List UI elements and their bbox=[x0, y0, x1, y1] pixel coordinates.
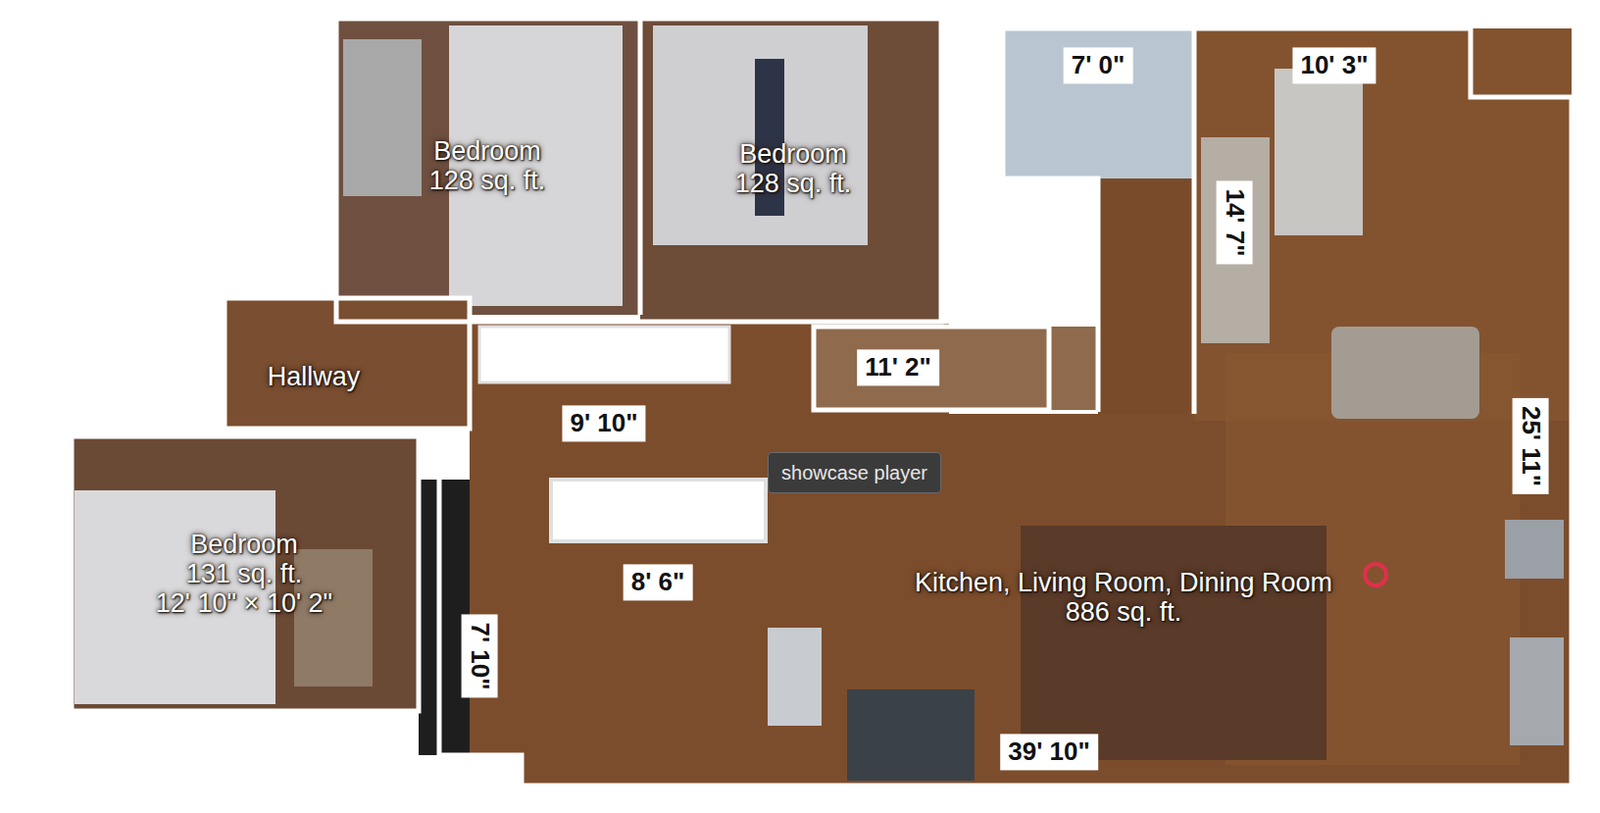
room-name: Kitchen, Living Room, Dining Room bbox=[914, 567, 1333, 598]
appliance bbox=[767, 627, 822, 726]
sofa bbox=[1200, 137, 1270, 344]
dimension-label: 7' 0" bbox=[1063, 47, 1134, 84]
room-area-text: 128 sq. ft. bbox=[429, 165, 547, 196]
room-name: Bedroom bbox=[735, 139, 852, 169]
sofa bbox=[1331, 326, 1480, 419]
room-area: Kitchen, Living Room, Dining Room886 sq.… bbox=[469, 316, 1572, 786]
bed bbox=[652, 25, 868, 246]
room-label-group: Bedroom128 sq. ft. bbox=[735, 139, 852, 199]
closet-strip bbox=[813, 326, 1099, 410]
dimension-label: 8' 6" bbox=[623, 563, 694, 600]
bedroom-floor bbox=[336, 18, 641, 315]
rug bbox=[1020, 525, 1327, 760]
tooltip-box: showcase player bbox=[767, 451, 942, 494]
room-area: Bedroom128 sq. ft. bbox=[336, 18, 641, 315]
dimension-label: 39' 10" bbox=[1000, 733, 1099, 770]
chair bbox=[1509, 637, 1564, 746]
position-marker bbox=[1364, 563, 1387, 586]
hallway-floor bbox=[224, 298, 470, 429]
dimension-label: 25' 11" bbox=[1511, 398, 1549, 495]
room-label-group: Kitchen, Living Room, Dining Room886 sq.… bbox=[914, 567, 1333, 627]
room-name: Hallway bbox=[267, 361, 361, 392]
walls bbox=[71, 18, 1572, 786]
dimension-label: 7' 10" bbox=[460, 613, 498, 698]
room-name: Bedroom bbox=[429, 136, 547, 166]
room-name: Bedroom bbox=[155, 529, 333, 559]
room-area: Hallway bbox=[224, 298, 470, 429]
tooltip-text: showcase player bbox=[781, 461, 928, 485]
room-area-text: 131 sq. ft. bbox=[155, 558, 333, 589]
bedroom-floor bbox=[71, 436, 419, 711]
bedroom-floor bbox=[640, 18, 942, 322]
dimension-label: 14' 7" bbox=[1215, 180, 1252, 264]
room-area: Bedroom128 sq. ft. bbox=[640, 18, 942, 322]
room-area-text: 12' 10" × 10' 2" bbox=[155, 588, 333, 618]
bath-floor bbox=[1002, 28, 1195, 179]
dimension-label: 9' 10" bbox=[561, 404, 646, 442]
dimension-label: 11' 2" bbox=[856, 349, 940, 386]
room-label-group: Bedroom128 sq. ft. bbox=[429, 136, 547, 196]
closet bbox=[479, 326, 730, 383]
table bbox=[1274, 68, 1363, 236]
room-area-text: 886 sq. ft. bbox=[914, 597, 1333, 627]
tv bbox=[847, 689, 975, 781]
bath-passage bbox=[1098, 178, 1195, 414]
room-area: Bedroom131 sq. ft.12' 10" × 10' 2" bbox=[71, 436, 419, 711]
desk bbox=[343, 39, 422, 197]
closet bbox=[550, 479, 766, 542]
room-label-group: Hallway bbox=[267, 361, 361, 392]
room-label-group: Bedroom131 sq. ft.12' 10" × 10' 2" bbox=[155, 529, 333, 619]
dimension-label: 10' 3" bbox=[1292, 47, 1376, 84]
room-area-text: 128 sq. ft. bbox=[735, 168, 852, 199]
chair bbox=[1504, 519, 1564, 579]
